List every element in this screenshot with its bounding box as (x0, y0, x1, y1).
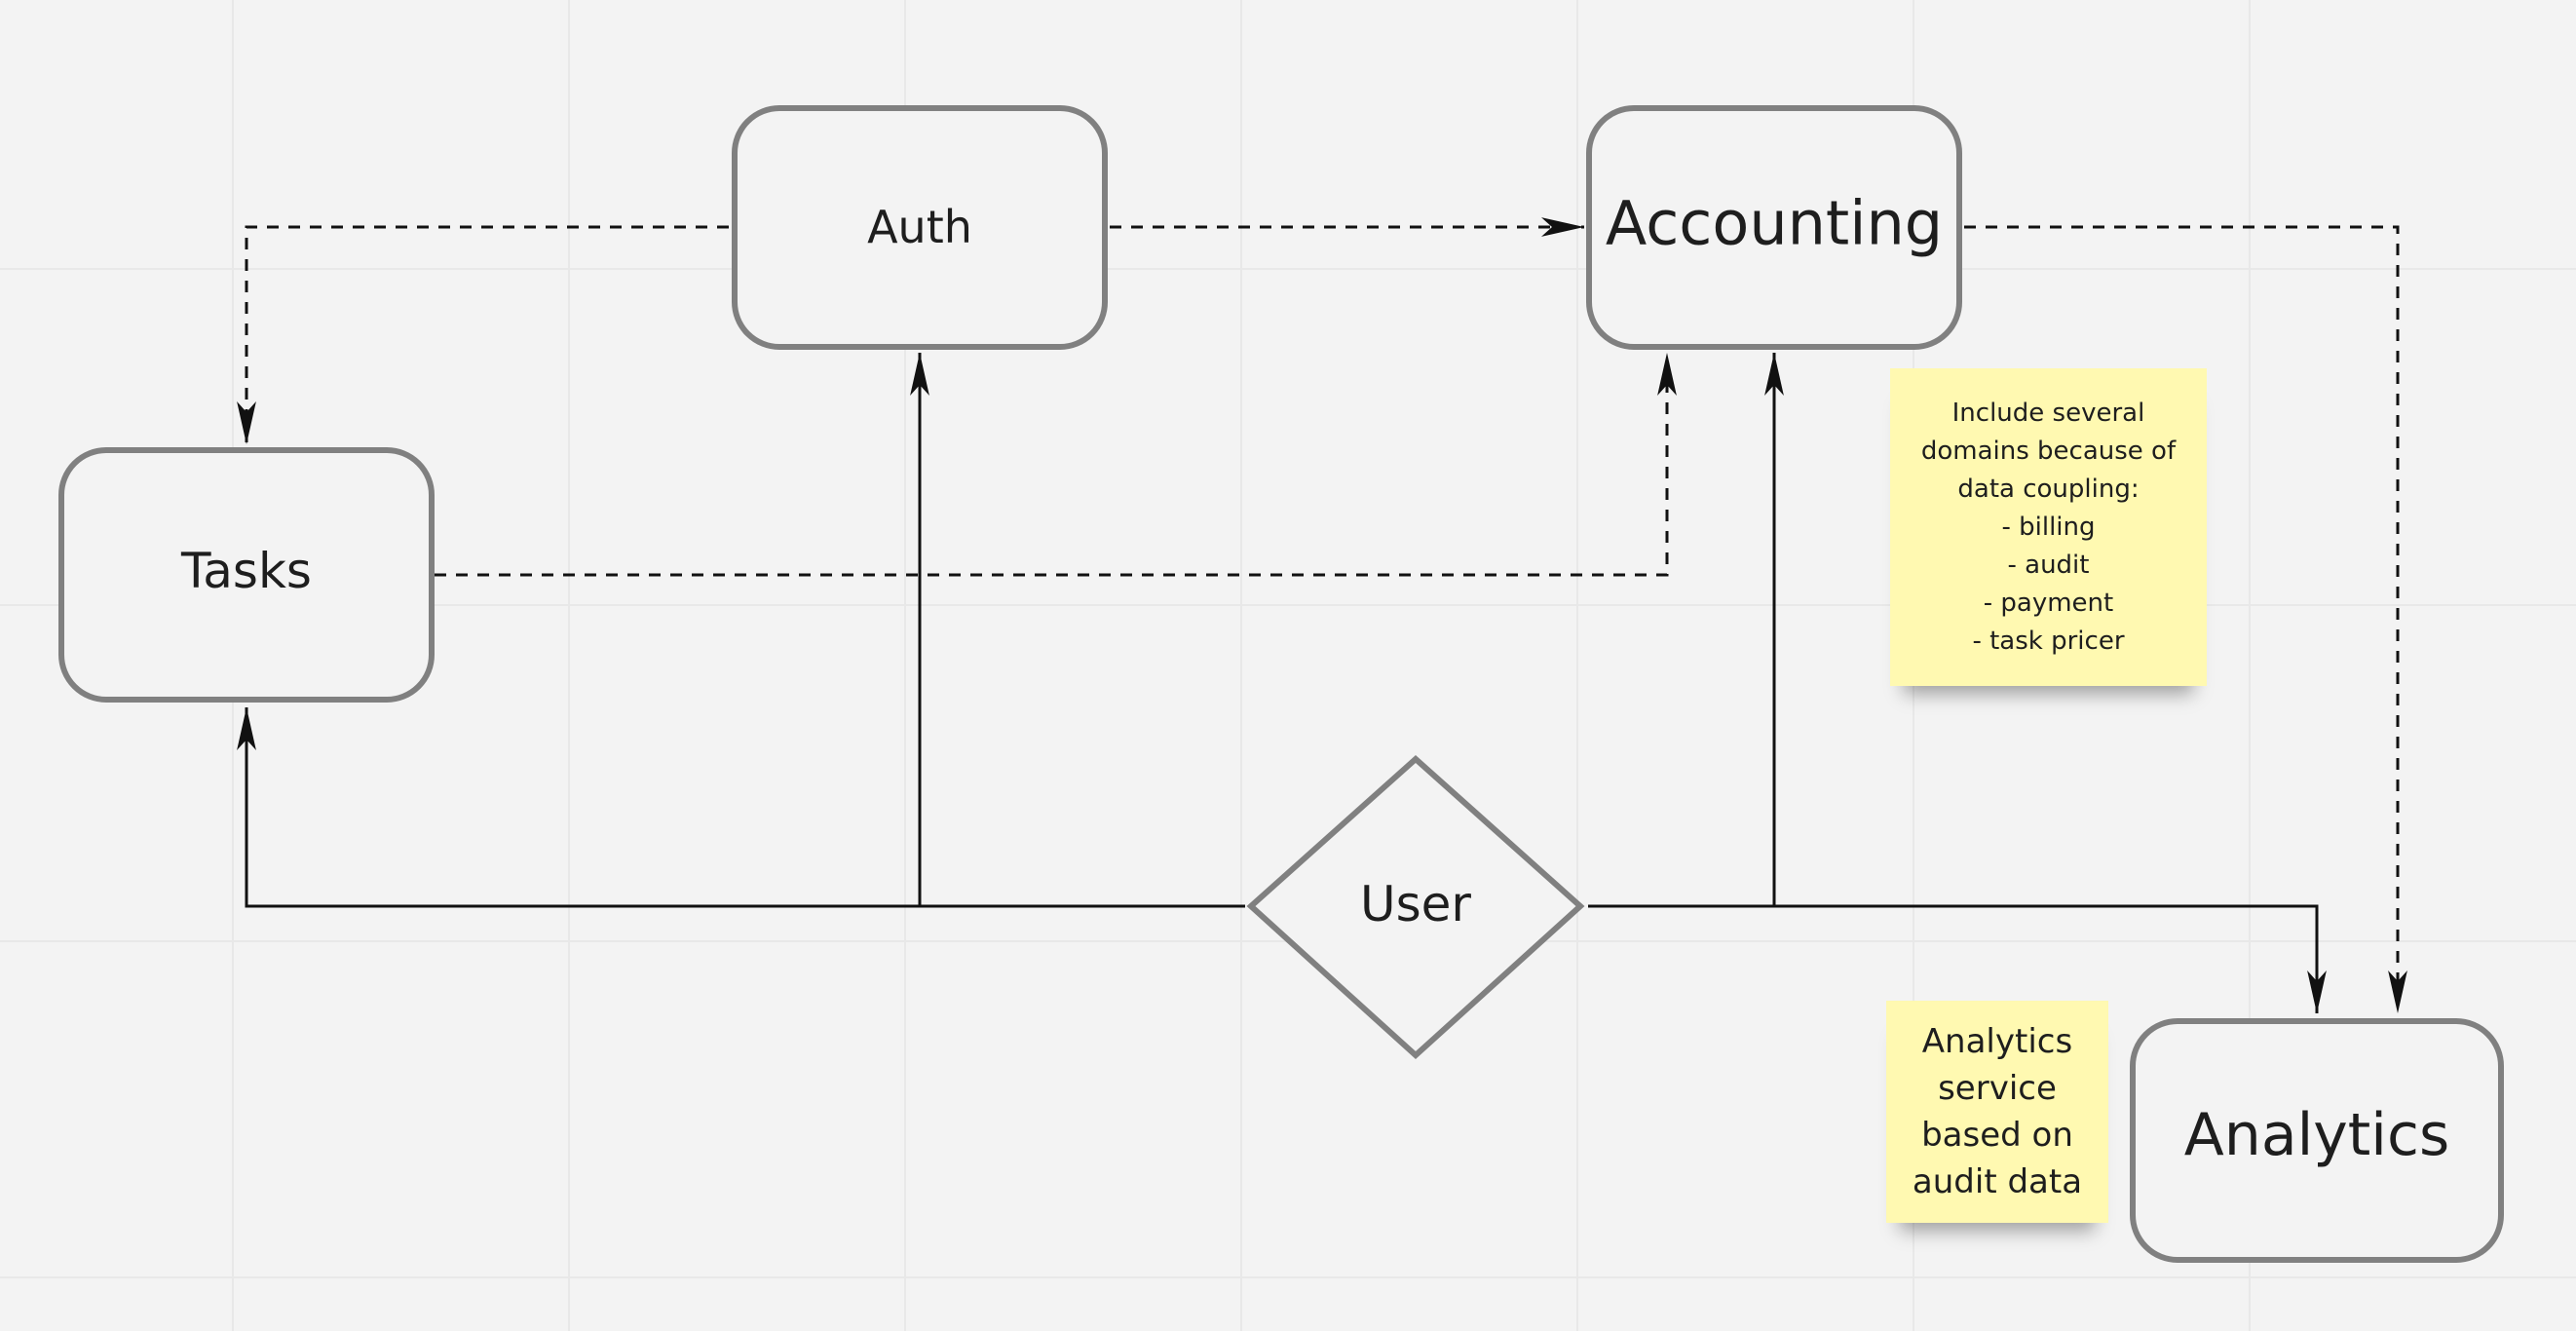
node-analytics[interactable]: Analytics (2130, 1018, 2504, 1263)
edge-user-accounting[interactable] (1588, 353, 1784, 908)
node-accounting[interactable]: Accounting (1586, 105, 1962, 350)
node-auth[interactable]: Auth (732, 105, 1108, 350)
sticky-note-domains[interactable]: Include several domains because of data … (1890, 368, 2207, 686)
node-user-label: User (1360, 876, 1471, 932)
node-accounting-label: Accounting (1606, 188, 1943, 259)
edge-auth-tasks[interactable] (237, 225, 729, 444)
edge-accounting-analytics[interactable] (1964, 225, 2407, 1013)
node-tasks-label: Tasks (180, 543, 312, 599)
node-analytics-label: Analytics (2184, 1101, 2449, 1169)
sticky-note-analytics[interactable]: Analytics service based on audit data (1886, 1001, 2108, 1223)
edge-user-analytics[interactable] (1774, 904, 2327, 1013)
node-user[interactable]: User (1246, 754, 1585, 1060)
edge-user-tasks[interactable] (237, 707, 1245, 908)
node-auth-label: Auth (867, 201, 972, 253)
node-tasks[interactable]: Tasks (58, 447, 435, 703)
edge-tasks-accounting[interactable] (435, 353, 1677, 577)
